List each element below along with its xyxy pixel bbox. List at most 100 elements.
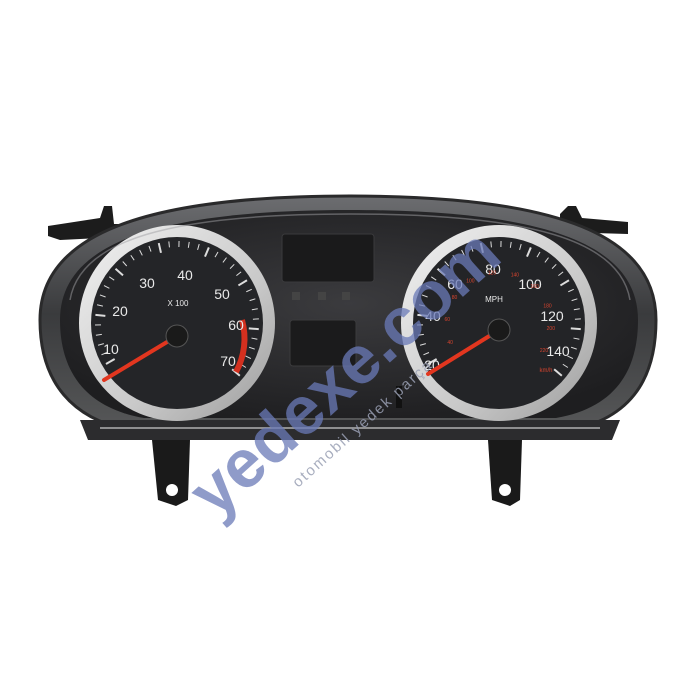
gauge-tick [544, 257, 549, 263]
speedometer-kmh-tick-label: 40 [447, 340, 453, 346]
gauge-tick [231, 368, 241, 377]
gauge-tick [187, 241, 190, 248]
gauge-tick [421, 294, 428, 298]
speedometer-hub [487, 318, 511, 342]
tachometer-label-70: 70 [220, 353, 236, 369]
gauge-tick [114, 267, 124, 277]
speedometer: MPH km/h 20 40 60 80 100 120 140 4060801… [401, 225, 597, 421]
tachometer-face [91, 237, 263, 409]
gauge-tick [430, 276, 437, 281]
gauge-tick [248, 327, 259, 331]
gauge-tick [461, 249, 465, 256]
gauge-tick [148, 245, 152, 252]
gauge-tick [559, 279, 570, 287]
speedometer-kmh-tick-label: 180 [543, 303, 552, 309]
gauge-tick [157, 242, 162, 254]
gauge-tick [444, 261, 450, 267]
gauge-tick [139, 249, 143, 256]
gauge-tick [246, 288, 252, 293]
gauge-tick [130, 254, 135, 261]
speedometer-kmh-tick-label: 160 [531, 284, 540, 290]
gauge-tick [108, 276, 115, 281]
tachometer: X 100 10 20 30 40 50 60 70 [79, 225, 275, 421]
gauge-tick [236, 271, 242, 277]
gauge-tick [237, 279, 248, 287]
tachometer-label-60: 60 [228, 317, 244, 333]
tachometer-unit-label: X 100 [168, 299, 189, 308]
tachometer-needle [102, 334, 179, 382]
speedometer-kmh-tick-label: 80 [452, 295, 458, 301]
center-display [281, 233, 402, 408]
speedometer-unit-label: MPH [485, 295, 503, 304]
gauge-tick [214, 251, 219, 258]
gauge-tick [558, 271, 564, 277]
tachometer-redline [233, 319, 248, 374]
gauge-tick [418, 304, 426, 307]
gauge-tick [248, 346, 255, 350]
gauge-tick [245, 355, 252, 360]
speedometer-kmh-tick-label: 60 [444, 317, 450, 323]
gauge-tick [251, 308, 258, 311]
gauge-tick [573, 308, 580, 311]
speedometer-label-60: 60 [447, 276, 463, 292]
speedometer-label-120: 120 [540, 308, 564, 324]
gauge-tick [567, 355, 574, 360]
speedometer-label-100: 100 [518, 276, 542, 292]
gauge-tick [197, 243, 200, 250]
gauge-tick [470, 245, 474, 252]
gauge-tick [204, 247, 210, 258]
speedometer-label-140: 140 [546, 343, 570, 359]
tachometer-label-30: 30 [139, 275, 155, 291]
gauge-tick [222, 257, 227, 263]
speedometer-kmh-scale: 40 60 80 100 120 140 160 180 200 220 [444, 270, 555, 354]
speedometer-kmh-tick-label: 100 [466, 279, 475, 285]
gauge-tick [425, 285, 432, 289]
tachometer-label-40: 40 [177, 267, 193, 283]
gauge-tick [568, 288, 574, 293]
tachometer-hub [165, 324, 189, 348]
gauge-tick [423, 352, 430, 356]
gauge-tick [101, 352, 108, 356]
speedometer-label-40: 40 [425, 308, 441, 324]
gauge-tick [96, 304, 104, 307]
speedometer-kmh-tick-label: 220 [540, 348, 549, 354]
tachometer-ticks [95, 241, 259, 377]
gauge-tick [427, 358, 438, 365]
tachometer-label-50: 50 [214, 286, 230, 302]
gauge-tick [122, 261, 128, 267]
gauge-tick [519, 243, 522, 250]
gauge-tick [570, 346, 577, 350]
gauge-tick [419, 343, 426, 346]
gauge-tick [103, 285, 110, 289]
speedometer-kmh-label: km/h [539, 368, 552, 374]
gauge-tick [551, 263, 557, 269]
gauge-tick [97, 343, 104, 346]
gauge-tick [452, 254, 457, 261]
tachometer-label-10: 10 [103, 341, 119, 357]
gauge-tick [95, 313, 106, 317]
gauge-tick [417, 313, 428, 317]
gauge-tick [99, 294, 106, 298]
gauge-tick [251, 337, 258, 340]
gauge-tick [571, 298, 578, 302]
gauge-tick [479, 242, 484, 254]
lens-reflection [69, 213, 631, 301]
gauge-tick [417, 333, 424, 336]
speedometer-label-80: 80 [485, 261, 501, 277]
gauge-tick [229, 263, 235, 269]
speedometer-kmh-tick-label: 140 [511, 272, 520, 278]
speedometer-needle [426, 328, 501, 376]
speedometer-ticks [417, 241, 581, 377]
gauge-tick [509, 241, 512, 248]
gauge-tick [95, 333, 102, 336]
gauge-tick [562, 363, 569, 368]
gauge-tick [436, 267, 446, 277]
gauge-tick [490, 241, 492, 248]
gauge-tick [573, 337, 580, 340]
speedometer-kmh-tick-label: 200 [547, 326, 556, 332]
speedometer-kmh-tick-label: 120 [488, 270, 497, 276]
gauge-tick [570, 327, 581, 331]
gauge-tick [105, 358, 116, 365]
gauge-tick [168, 241, 170, 248]
